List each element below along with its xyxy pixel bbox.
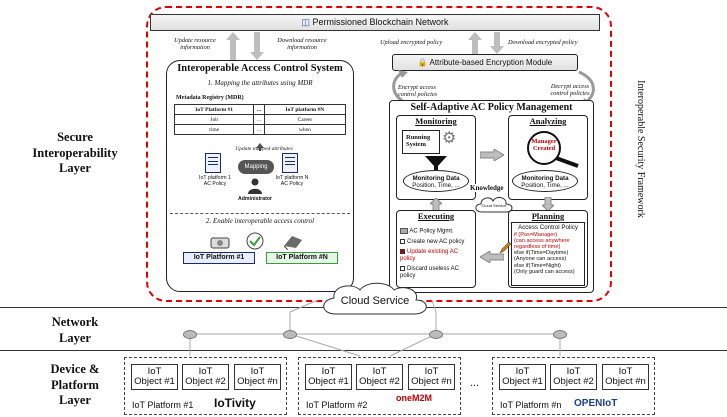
mapping-badge: Mapping (238, 160, 274, 174)
knowledge-label: Knowledge (470, 184, 504, 192)
platform-2 (298, 357, 461, 415)
cloud-service (318, 282, 432, 316)
router-icon (553, 330, 567, 339)
onem2m-logo: oneM2M (396, 393, 432, 403)
iotivity-logo: IoTivity (214, 396, 256, 410)
checkbox-icon (400, 239, 405, 244)
tool-icon (400, 228, 408, 234)
policy-doc-icon (205, 153, 221, 173)
plan-to-execute-arrow (479, 250, 505, 268)
monitor-to-analyze-arrow (479, 148, 505, 166)
analyze-to-plan-arrow (540, 196, 556, 216)
funnel-icon (425, 156, 447, 170)
device-icon (210, 236, 230, 250)
openiot-logo: OPENIoT (574, 398, 618, 409)
download-arrow (250, 32, 264, 60)
administrator-icon (248, 178, 262, 194)
exec-item-create: Create new AC policy (400, 239, 475, 246)
ac-mgmt-label: AC Policy Mgmt. (400, 228, 475, 235)
knowledge-cloud (474, 194, 514, 214)
update-mapped-label: Update mapped attributes (235, 146, 293, 152)
access-control-policy: Access Control Policy if (Pos=Manager) {… (511, 222, 585, 286)
platformN-badge: IoT Platform #N (266, 252, 338, 264)
platform-n (492, 357, 655, 415)
blockchain-network: ◫ Permissioned Blockchain Network (150, 14, 600, 31)
upload-policy-arrow (468, 32, 482, 54)
magnifier-icon (516, 130, 586, 168)
platform-label: IoT Platform #1 (132, 400, 194, 410)
update-arrow (226, 32, 240, 60)
planning-title: Planning (531, 211, 565, 221)
gear-icon: ⚙ (442, 130, 457, 147)
update-mapped-arrow (256, 138, 264, 151)
router-icon (283, 330, 297, 339)
download-policy-label: Download encrypted policy (508, 39, 578, 46)
network-layer-label: Network Layer (51, 315, 99, 345)
abe-module: 🔒 Attribute-based Encryption Module (392, 54, 578, 71)
exec-item-discard: Discard useless AC policy (400, 266, 460, 279)
iacs-divider (170, 213, 350, 214)
cloud-service-label: Cloud Service (340, 295, 410, 307)
layer-divider (0, 350, 727, 351)
policy-doc-icon (282, 153, 298, 173)
exec-item-update: Update existing AC policy (400, 249, 459, 262)
platform-label: IoT Platform #n (500, 400, 562, 410)
upload-policy-label: Upload encrypted policy (380, 39, 443, 46)
router-icon (429, 330, 443, 339)
platform1-badge: IoT Platform #1 (183, 252, 255, 264)
knowledge-cloud-label: Cloud Service (481, 203, 507, 208)
executing-title: Executing (417, 211, 455, 221)
monitoring-title: Monitoring (415, 116, 457, 126)
mdr-title: Metadata Registry (MDR) (176, 95, 244, 101)
device-layer-label: Device & Platform Layer (50, 362, 100, 408)
robot-icon (282, 234, 304, 251)
administrator-label: Administrator (237, 196, 272, 202)
blockchain-icon: ◫ (301, 17, 310, 27)
iacs-title: Interoperable Access Control System (177, 63, 343, 74)
secure-layer-label: Secure Interoperability Layer (32, 130, 118, 176)
table-row: time ... when (173, 124, 347, 135)
analyzing-title: Analyzing (529, 116, 567, 126)
executing-panel (396, 210, 476, 288)
manager-created: 'Manager'Created (529, 138, 559, 152)
download-policy-arrow (490, 32, 504, 54)
checked-box-icon (400, 249, 405, 254)
mdr-table: IoT Platform #1 ... IoT platform #N Job … (173, 104, 347, 135)
pencil-icon (499, 240, 512, 254)
step2-label: 2. Enable interoperable access control (205, 217, 315, 225)
platform-label: IoT Platform #2 (306, 400, 368, 410)
lock-icon: 🔒 (417, 58, 428, 67)
step1-label: 1. Mapping the attributes using MDR (207, 79, 313, 87)
platform-1 (124, 357, 287, 415)
check-icon (246, 232, 264, 250)
router-icon (183, 330, 197, 339)
checkbox-icon (400, 266, 405, 271)
platform-ellipsis: ... (470, 375, 479, 389)
sapm-title: Self-Adaptive AC Policy Management (410, 102, 573, 113)
